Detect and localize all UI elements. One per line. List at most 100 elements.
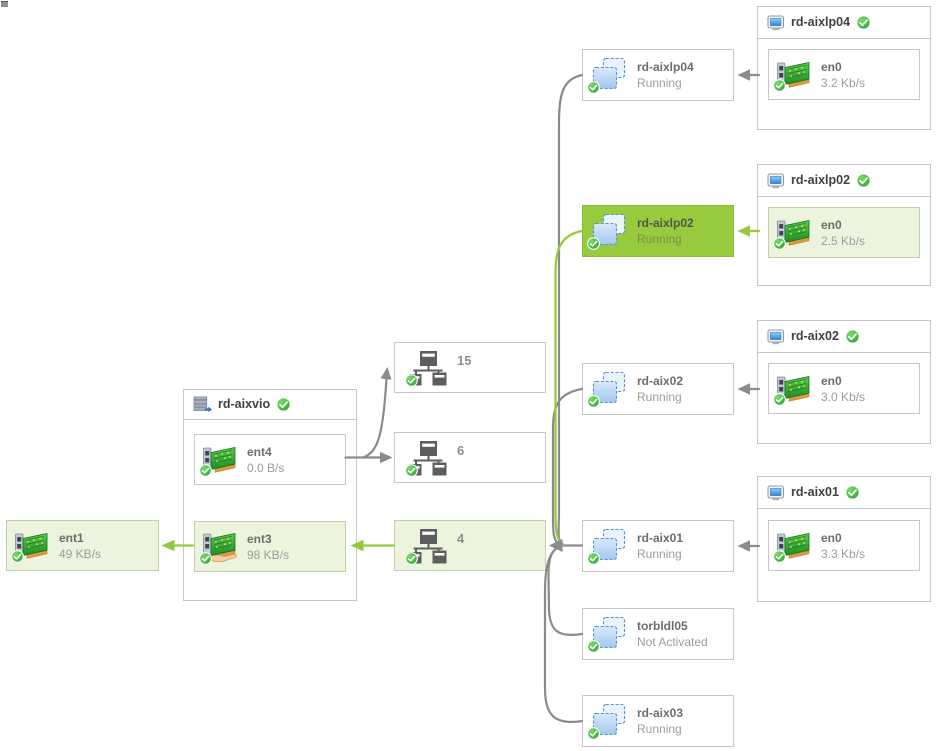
- host-name: rd-aix02: [791, 329, 839, 344]
- adapter-speed: 3.0 Kb/s: [821, 389, 866, 404]
- green-check-icon: [587, 395, 600, 408]
- green-check-icon: [845, 329, 860, 344]
- virtual-network-node-4[interactable]: 4: [394, 520, 546, 571]
- network-card-icon: [776, 373, 812, 405]
- lpar-status: Running: [637, 722, 682, 736]
- corner-artifact: [1, 1, 8, 7]
- lpar-name: rd-aix03: [637, 706, 684, 720]
- monitor-icon: [767, 173, 785, 189]
- adapter-card-en0[interactable]: en0 3.3 Kb/s: [768, 520, 920, 571]
- adapter-speed: 3.2 Kb/s: [821, 75, 866, 90]
- network-card-hand-icon: [202, 530, 238, 564]
- adapter-card-ent4[interactable]: ent4 0.0 B/s: [194, 434, 346, 485]
- lpar-node-rd-aixlp04[interactable]: rd-aixlp04 Running: [582, 49, 734, 101]
- adapter-card-ent3[interactable]: ent3 98 KB/s: [194, 521, 346, 572]
- green-check-icon: [276, 397, 291, 412]
- green-check-icon: [11, 550, 24, 563]
- lpar-partitions-icon: [590, 213, 628, 249]
- lpar-name: rd-aixlp02: [637, 216, 694, 230]
- lpar-node-rd-aix03[interactable]: rd-aix03 Running: [582, 695, 734, 747]
- lpar-name: torbldl05: [637, 619, 688, 633]
- lpar-status: Running: [637, 390, 682, 404]
- lpar-name: rd-aix01: [637, 531, 684, 545]
- lpar-partitions-icon: [590, 57, 628, 93]
- adapter-speed: 49 KB/s: [59, 546, 102, 561]
- host-panel-rd-aix02[interactable]: rd-aix02 en0 3.0 Kb/s: [757, 320, 931, 444]
- lpar-status: Running: [637, 232, 682, 246]
- server-stack-icon: [193, 396, 212, 413]
- lpar-node-rd-aix01[interactable]: rd-aix01 Running: [582, 520, 734, 572]
- adapter-card-en0[interactable]: en0 3.0 Kb/s: [768, 363, 920, 414]
- lpar-partitions-icon: [590, 703, 628, 739]
- lpar-partitions-icon: [590, 528, 628, 564]
- green-check-icon: [587, 727, 600, 740]
- adapter-card-en0[interactable]: en0 2.5 Kb/s: [768, 207, 920, 258]
- green-check-icon: [405, 552, 418, 565]
- adapter-name: ent4: [247, 444, 272, 459]
- monitor-icon: [767, 485, 785, 501]
- host-panel-header: rd-aixlp02: [758, 165, 930, 197]
- virtual-network-icon: [408, 528, 448, 564]
- virtual-network-icon: [408, 440, 448, 476]
- adapter-speed: 0.0 B/s: [247, 460, 285, 475]
- monitor-icon: [767, 15, 785, 31]
- adapter-speed: 3.3 Kb/s: [821, 546, 866, 561]
- adapter-card-ent1[interactable]: ent1 49 KB/s: [6, 520, 159, 571]
- lpar-name: rd-aixlp04: [637, 60, 694, 74]
- green-check-icon: [773, 550, 786, 563]
- host-panel-rd-aixlp02[interactable]: rd-aixlp02 en0 2.5 Kb/s: [757, 164, 931, 286]
- network-card-icon: [202, 444, 238, 476]
- adapter-name: en0: [821, 217, 842, 232]
- green-check-icon: [587, 237, 600, 250]
- green-check-icon: [587, 81, 600, 94]
- green-check-icon: [773, 393, 786, 406]
- green-check-icon: [199, 464, 212, 477]
- green-check-icon: [587, 552, 600, 565]
- adapter-name: en0: [821, 59, 842, 74]
- host-panel-header: rd-aixlp04: [758, 7, 930, 39]
- vio-group-header: rd-aixvio: [184, 390, 356, 420]
- adapter-name: en0: [821, 530, 842, 545]
- virtual-network-label: 15: [457, 353, 472, 368]
- host-name: rd-aixlp04: [791, 15, 851, 30]
- host-panel-header: rd-aix02: [758, 321, 930, 353]
- host-panel-rd-aix01[interactable]: rd-aix01 en0 3.3 Kb/s: [757, 476, 931, 602]
- adapter-name: ent1: [59, 530, 84, 545]
- virtual-network-node-6[interactable]: 6: [394, 432, 546, 483]
- green-check-icon: [405, 374, 418, 387]
- lpar-partitions-icon: [590, 616, 628, 652]
- green-check-icon: [773, 237, 786, 250]
- lpar-node-torbldl05[interactable]: torbldl05 Not Activated: [582, 608, 734, 660]
- virtual-network-icon: [408, 350, 448, 386]
- virtual-network-node-15[interactable]: 15: [394, 342, 546, 393]
- green-check-icon: [856, 15, 871, 30]
- adapter-speed: 98 KB/s: [247, 547, 290, 562]
- vio-name: rd-aixvio: [218, 397, 271, 412]
- virtual-network-label: 6: [457, 443, 465, 458]
- lpar-node-rd-aix02[interactable]: rd-aix02 Running: [582, 363, 734, 415]
- lpar-status: Running: [637, 547, 682, 561]
- green-check-icon: [405, 464, 418, 477]
- lpar-node-rd-aixlp02[interactable]: rd-aixlp02 Running: [582, 205, 734, 257]
- green-check-icon: [773, 79, 786, 92]
- lpar-name: rd-aix02: [637, 374, 684, 388]
- vio-server-group[interactable]: rd-aixvio ent4 0.0 B/s ent3 98 KB/s: [183, 389, 357, 601]
- adapter-card-en0[interactable]: en0 3.2 Kb/s: [768, 49, 920, 100]
- host-name: rd-aix01: [791, 485, 839, 500]
- lpar-status: Running: [637, 76, 682, 90]
- network-card-icon: [776, 59, 812, 91]
- green-check-icon: [587, 640, 600, 653]
- lpar-partitions-icon: [590, 371, 628, 407]
- network-card-icon: [776, 530, 812, 562]
- lpar-status: Not Activated: [637, 635, 708, 649]
- adapter-name: en0: [821, 373, 842, 388]
- green-check-icon: [845, 485, 860, 500]
- host-name: rd-aixlp02: [791, 173, 851, 188]
- green-check-icon: [199, 552, 212, 565]
- host-panel-header: rd-aix01: [758, 477, 930, 509]
- network-card-icon: [14, 530, 50, 562]
- adapter-speed: 2.5 Kb/s: [821, 233, 866, 248]
- monitor-icon: [767, 329, 785, 345]
- host-panel-rd-aixlp04[interactable]: rd-aixlp04 en0 3.2 Kb/s: [757, 6, 931, 130]
